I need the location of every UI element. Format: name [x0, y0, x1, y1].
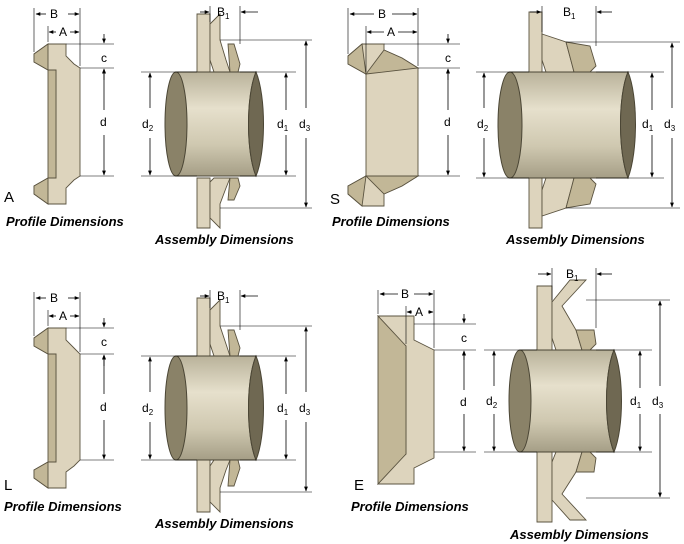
assembly-caption: Assembly Dimensions	[154, 516, 294, 531]
assembly-caption: Assembly Dimensions	[505, 232, 645, 247]
dim-label-b1: B1	[217, 5, 230, 21]
dim-label-c: c	[101, 51, 107, 65]
type-letter: S	[330, 191, 340, 208]
profile-caption: Profile Dimensions	[4, 499, 122, 514]
dim-label-d2: d2	[142, 401, 154, 417]
type-letter: L	[4, 477, 12, 494]
type-letter: E	[354, 477, 364, 494]
type-letter: A	[4, 189, 14, 206]
dim-label-d1: d1	[630, 394, 642, 410]
panel-type-l: B A c d L Profile Dimensions	[4, 289, 312, 531]
dim-label-b: B	[401, 287, 409, 301]
dim-label-c: c	[101, 335, 107, 349]
profile-view: B A c d L Profile Dimensions	[4, 291, 122, 514]
dim-label-c: c	[461, 331, 467, 345]
dim-label-a: A	[59, 309, 67, 323]
dim-label-b1: B1	[566, 267, 579, 283]
dim-label-d1: d1	[642, 117, 654, 133]
assembly-view: d2 d1 d3 B1 Assembly Dimensions	[141, 289, 312, 531]
dim-label-d: d	[460, 395, 467, 409]
dim-label-d: d	[100, 115, 107, 129]
dim-label-c: c	[445, 51, 451, 65]
assembly-view: d2 d1 d3 B1 Assembly Dimensions	[476, 5, 680, 247]
dim-label-d3: d3	[664, 117, 676, 133]
profile-caption: Profile Dimensions	[351, 499, 469, 514]
dim-label-d3: d3	[299, 401, 311, 417]
profile-caption: Profile Dimensions	[332, 214, 450, 229]
profile-view: B A c d E Profile Dimensions	[351, 287, 476, 514]
assembly-view: d2 d1 d3 B1 Assembly Dimensions	[484, 267, 670, 542]
panel-type-e: B A c d E Profile Dimensions	[351, 267, 670, 542]
dim-label-d3: d3	[299, 117, 311, 133]
dim-label-a: A	[415, 305, 423, 319]
dim-label-d: d	[100, 400, 107, 414]
assembly-view: d2 d1 d3 B1 Assembly Dimensions	[141, 5, 312, 247]
profile-view: B A c d A Profile Dimensions	[4, 7, 124, 229]
dim-label-d1: d1	[277, 117, 289, 133]
dim-label-d3: d3	[652, 394, 664, 410]
dim-label-b: B	[50, 7, 58, 21]
profile-caption: Profile Dimensions	[6, 214, 124, 229]
dim-label-a: A	[59, 25, 67, 39]
dim-label-d2: d2	[142, 117, 154, 133]
assembly-caption: Assembly Dimensions	[154, 232, 294, 247]
dim-label-b: B	[50, 291, 58, 305]
panel-type-s: B A c d S Profile Dimensions	[330, 5, 680, 247]
dim-label-d2: d2	[477, 117, 489, 133]
profile-view: B A c d S Profile Dimensions	[330, 7, 460, 229]
dim-label-d: d	[444, 115, 451, 129]
dim-label-d2: d2	[486, 394, 498, 410]
panel-type-a: B A c d A Profile Dimensions	[4, 5, 312, 247]
dim-label-a: A	[387, 25, 395, 39]
dim-label-b1: B1	[217, 289, 230, 305]
dim-label-d1: d1	[277, 401, 289, 417]
assembly-caption: Assembly Dimensions	[509, 527, 649, 542]
dim-label-b1: B1	[563, 5, 576, 21]
dim-label-b: B	[378, 7, 386, 21]
